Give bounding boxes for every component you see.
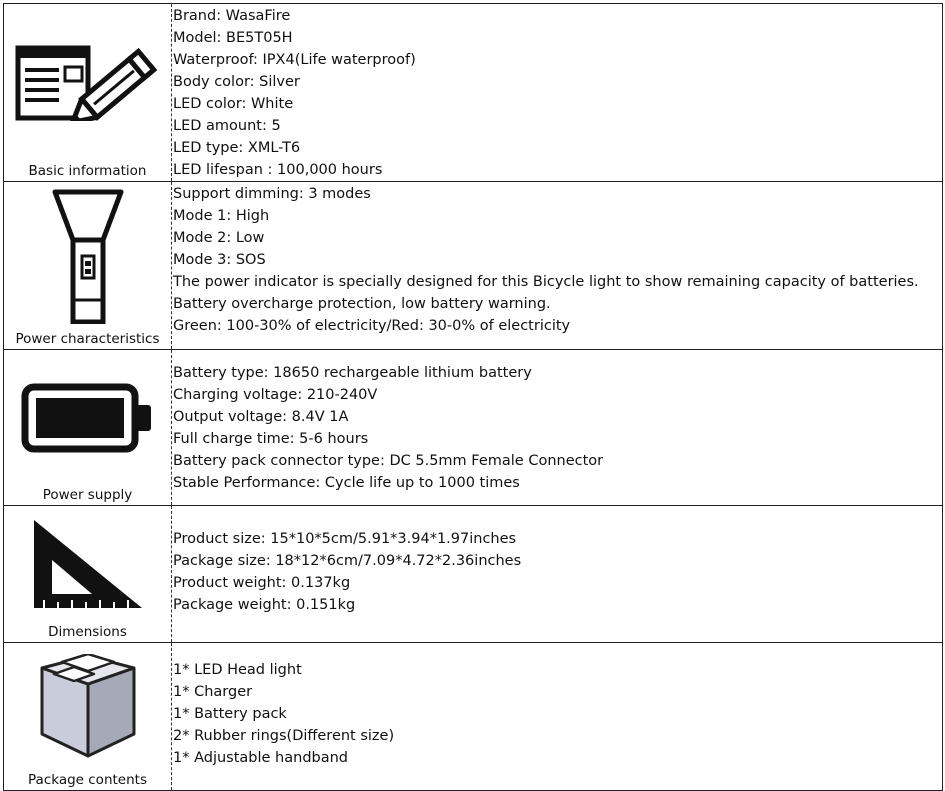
icon-wrap <box>4 4 171 161</box>
detail-line: Package weight: 0.151kg <box>173 597 356 613</box>
detail-line: LED amount: 5 <box>173 118 281 134</box>
spec-row-dimensions: Dimensions Product size: 15*10*5cm/5.91*… <box>3 505 943 643</box>
category-cell-power-supply: Power supply <box>3 349 172 506</box>
detail-line: Battery type: 18650 rechargeable lithium… <box>173 365 532 381</box>
detail-line: Battery pack connector type: DC 5.5mm Fe… <box>173 453 604 469</box>
spec-row-power-supply: Power supply Battery type: 18650 recharg… <box>3 349 943 506</box>
detail-line: Package size: 18*12*6cm/7.09*4.72*2.36in… <box>173 553 522 569</box>
detail-line: Stable Performance: Cycle life up to 100… <box>173 475 520 491</box>
detail-line: Model: BE5T05H <box>173 30 293 46</box>
detail-line: Charging voltage: 210-240V <box>173 387 378 403</box>
set-square-icon <box>33 520 142 608</box>
category-label: Power characteristics <box>15 331 160 347</box>
detail-line: LED type: XML-T6 <box>173 140 301 156</box>
details-cell-package-contents: 1* LED Head light 1* Charger 1* Battery … <box>171 642 943 791</box>
detail-line: Body color: Silver <box>173 74 300 90</box>
details-list: Product size: 15*10*5cm/5.91*3.94*1.97in… <box>172 506 942 616</box>
spec-row-power-characteristics: Power characteristics Support dimming: 3… <box>3 181 943 350</box>
detail-line: Mode 2: Low <box>173 230 265 246</box>
detail-line: Mode 1: High <box>173 208 270 224</box>
document-pencil-icon <box>15 45 157 121</box>
details-cell-dimensions: Product size: 15*10*5cm/5.91*3.94*1.97in… <box>171 505 943 643</box>
icon-wrap <box>4 350 171 485</box>
category-cell-dimensions: Dimensions <box>3 505 172 643</box>
battery-icon <box>21 383 151 452</box>
detail-line: Full charge time: 5-6 hours <box>173 431 369 447</box>
category-label: Package contents <box>28 772 147 788</box>
icon-wrap <box>4 506 171 622</box>
category-label: Dimensions <box>48 624 127 640</box>
detail-line: 1* Battery pack <box>173 706 287 722</box>
detail-line: Support dimming: 3 modes <box>173 186 371 202</box>
detail-line: The power indicator is specially designe… <box>173 274 919 312</box>
detail-line: 1* Charger <box>173 684 253 700</box>
spec-table: Basic information Brand: WasaFire Model:… <box>3 3 943 791</box>
spec-row-package-contents: Package contents 1* LED Head light 1* Ch… <box>3 642 943 791</box>
detail-line: Mode 3: SOS <box>173 252 266 268</box>
details-list: Support dimming: 3 modes Mode 1: High Mo… <box>172 182 942 337</box>
detail-line: Product size: 15*10*5cm/5.91*3.94*1.97in… <box>173 531 517 547</box>
details-cell-power-characteristics: Support dimming: 3 modes Mode 1: High Mo… <box>171 181 943 350</box>
details-list: 1* LED Head light 1* Charger 1* Battery … <box>172 643 942 769</box>
detail-line: Output voltage: 8.4V 1A <box>173 409 349 425</box>
details-cell-basic-information: Brand: WasaFire Model: BE5T05H Waterproo… <box>171 3 943 182</box>
category-label: Basic information <box>28 163 147 179</box>
icon-wrap <box>4 182 171 329</box>
details-cell-power-supply: Battery type: 18650 rechargeable lithium… <box>171 349 943 506</box>
details-list: Brand: WasaFire Model: BE5T05H Waterproo… <box>172 4 942 181</box>
detail-line: 1* Adjustable handband <box>173 750 349 766</box>
detail-line: 2* Rubber rings(Different size) <box>173 728 395 744</box>
category-label: Power supply <box>42 487 133 503</box>
detail-line: Green: 100-30% of electricity/Red: 30-0%… <box>173 318 571 334</box>
detail-line: Brand: WasaFire <box>173 8 291 24</box>
category-cell-package-contents: Package contents <box>3 642 172 791</box>
detail-line: Product weight: 0.137kg <box>173 575 351 591</box>
detail-line: LED lifespan : 100,000 hours <box>173 162 383 178</box>
details-list: Battery type: 18650 rechargeable lithium… <box>172 350 942 494</box>
spec-row-basic-information: Basic information Brand: WasaFire Model:… <box>3 3 943 182</box>
icon-wrap <box>4 643 171 770</box>
detail-line: 1* LED Head light <box>173 662 302 678</box>
package-box-icon <box>40 653 135 757</box>
category-cell-basic-information: Basic information <box>3 3 172 182</box>
category-cell-power-characteristics: Power characteristics <box>3 181 172 350</box>
detail-line: LED color: White <box>173 96 294 112</box>
detail-line: Waterproof: IPX4(Life waterproof) <box>173 52 416 68</box>
flashlight-icon <box>52 189 123 324</box>
